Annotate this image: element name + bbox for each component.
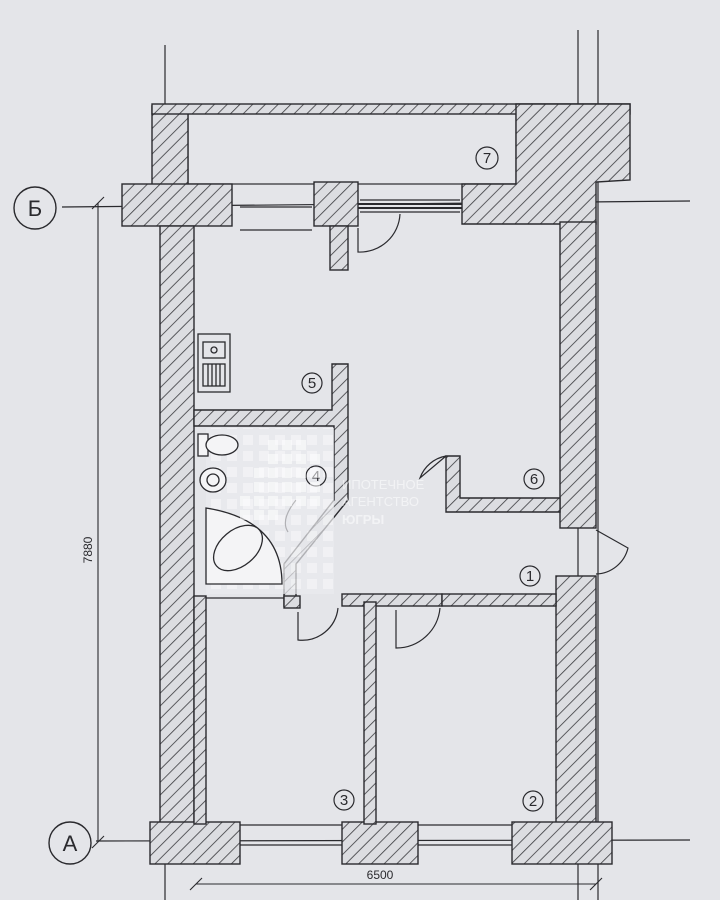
bidet-icon — [199, 467, 227, 493]
room-label-7: 7 — [483, 150, 491, 167]
dimension-vertical: 7880 — [81, 536, 95, 563]
watermark-line-3: ЮГРЫ — [342, 512, 384, 527]
room-label-5: 5 — [308, 375, 316, 392]
toilet-icon — [197, 433, 239, 457]
room-marker-6: 6 — [523, 468, 545, 490]
room-label-6: 6 — [530, 471, 538, 488]
dimension-lines — [91, 196, 603, 891]
bathtub-icon — [205, 507, 283, 585]
room-label-2: 2 — [529, 793, 537, 810]
room-label-1: 1 — [526, 568, 534, 585]
room-marker-1: 1 — [519, 565, 541, 587]
axis-label-b: Б — [28, 196, 42, 221]
dimension-horizontal: 6500 — [367, 868, 394, 882]
room-marker-3: 3 — [333, 789, 355, 811]
axis-marker-b: Б — [13, 186, 57, 230]
watermark-logo-icon — [240, 440, 320, 520]
room-label-3: 3 — [340, 792, 348, 809]
room-marker-5: 5 — [301, 372, 323, 394]
watermark-line-1: ИПОТЕЧНОЕ — [342, 477, 425, 492]
sink-icon — [197, 333, 231, 393]
axis-label-a: А — [63, 831, 78, 856]
axis-marker-a: А — [48, 821, 92, 865]
watermark: ИПОТЕЧНОЕ АГЕНТСТВО ЮГРЫ — [240, 440, 425, 527]
room-marker-7: 7 — [475, 146, 499, 170]
walls — [121, 103, 631, 865]
room-marker-2: 2 — [522, 790, 544, 812]
watermark-line-2: АГЕНТСТВО — [342, 494, 419, 509]
windows — [358, 203, 462, 209]
